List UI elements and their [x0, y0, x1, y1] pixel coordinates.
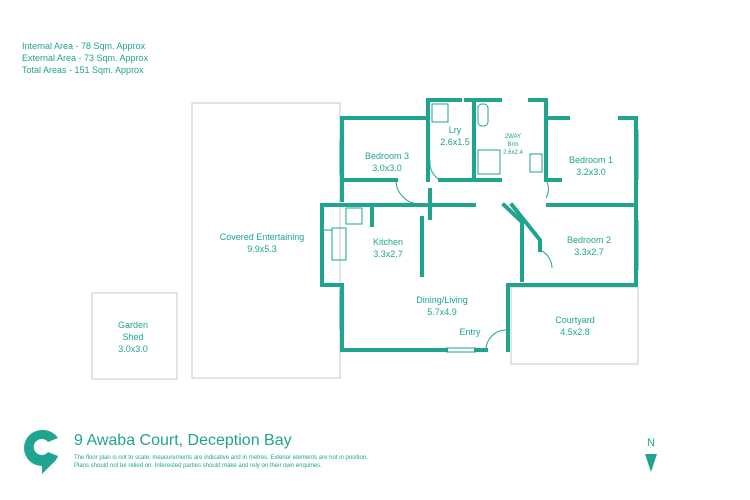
kitchen-sink — [331, 227, 347, 261]
wall-bed2-diag2 — [509, 202, 542, 252]
courtyard-name: Courtyard — [555, 315, 595, 325]
kitchen-size: 3.3x2.7 — [373, 249, 403, 259]
garden-shed-name-1: Garden — [118, 320, 148, 330]
bedroom2-name: Bedroom 2 — [567, 235, 611, 245]
north-arrowhead — [645, 454, 657, 472]
dining-living-name: Dining/Living — [416, 295, 468, 305]
property-address: 9 Awaba Court, Deception Bay — [74, 432, 292, 449]
disclaimer-line-1: The floor plan is not to scale; measurem… — [74, 455, 368, 461]
covered-entertaining-size: 9.9x5.3 — [247, 244, 277, 254]
area-summary: Internal Area - 78 Sqm. Approx External … — [22, 40, 148, 76]
north-label: N — [647, 437, 655, 449]
bedroom1-name: Bedroom 1 — [569, 155, 613, 165]
internal-area-text: Internal Area - 78 Sqm. Approx — [22, 41, 146, 51]
bathroom-name-2: Brm — [508, 142, 519, 148]
bedroom1-size: 3.2x3.0 — [576, 167, 606, 177]
north-arrow-icon: N — [645, 437, 657, 472]
dining-living-size: 5.7x4.9 — [427, 307, 457, 317]
door-swing-bed2 — [539, 249, 553, 269]
disclaimer-line-2: Plans should not be relied on. Intereste… — [74, 463, 322, 469]
exterior-outlines — [91, 102, 639, 380]
laundry-tub — [431, 103, 449, 123]
bedroom2-size: 3.3x2.7 — [574, 247, 604, 257]
bathroom-name-1: 2WAY — [505, 134, 521, 140]
covered-entertaining-name: Covered Entertaining — [220, 232, 305, 242]
covered-entertaining-outline — [191, 102, 341, 379]
garden-shed-name-2: Shed — [122, 332, 143, 342]
door-swing-bed3 — [395, 179, 421, 205]
fixtures — [322, 103, 639, 353]
vanity — [529, 153, 543, 173]
kitchen-name: Kitchen — [373, 237, 403, 247]
door-swing-bed1 — [545, 179, 549, 199]
door-swing-lry — [429, 159, 441, 181]
shower — [477, 149, 501, 175]
bathroom-size: 2.6x2.4 — [503, 150, 523, 156]
walls — [320, 98, 638, 352]
bath-tub — [477, 103, 489, 127]
garden-shed-size: 3.0x3.0 — [118, 344, 148, 354]
laundry-size: 2.6x1.5 — [440, 137, 470, 147]
brand-logo-icon — [24, 429, 58, 474]
laundry-name: Lry — [449, 125, 462, 135]
bedroom3-name: Bedroom 3 — [365, 151, 409, 161]
garden-shed-outline — [91, 292, 178, 380]
entry-name: Entry — [459, 327, 481, 337]
disclaimer: The floor plan is not to scale; measurem… — [74, 454, 368, 470]
wall-bed2-diag — [501, 202, 524, 282]
external-area-text: External Area - 73 Sqm. Approx — [22, 53, 149, 63]
wall-bed3-west-top — [340, 116, 430, 202]
courtyard-outline — [510, 286, 639, 365]
total-area-text: Total Areas - 151 Sqm. Approx — [22, 65, 144, 75]
kitchen-cooktop — [345, 207, 363, 225]
bedroom3-size: 3.0x3.0 — [372, 163, 402, 173]
door-swing-entry — [485, 329, 507, 351]
courtyard-size: 4.5x2.8 — [560, 327, 590, 337]
room-labels: Covered Entertaining 9.9x5.3 Garden Shed… — [118, 125, 613, 354]
